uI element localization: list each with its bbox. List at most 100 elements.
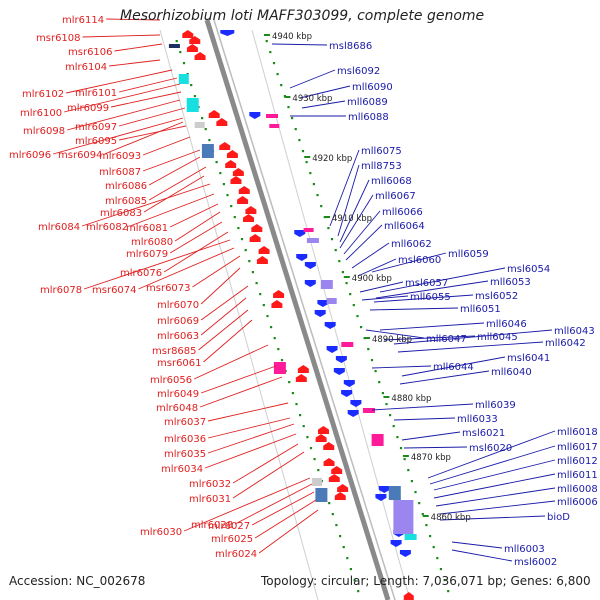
gene-label-left: msr8685 — [152, 346, 197, 357]
gene-forward — [216, 118, 228, 126]
gene-label-left: mlr6024 — [215, 549, 257, 560]
gene-forward — [182, 30, 194, 38]
gene-block — [186, 98, 199, 112]
leader-line-left — [118, 77, 178, 93]
gene-block — [194, 122, 205, 128]
tick-right — [436, 557, 439, 560]
gene-label-right: mll6042 — [545, 338, 586, 349]
gene-label-left: mlr6095 — [75, 136, 117, 147]
gene-label-left: mlr6070 — [157, 300, 199, 311]
leader-line-left — [83, 239, 231, 290]
kbp-label: 4920 kbp — [312, 154, 352, 164]
tick-left — [335, 524, 338, 527]
gene-forward — [256, 256, 268, 264]
gene-block — [266, 114, 278, 118]
gene-label-right: mll6003 — [504, 544, 545, 555]
leader-line-left — [163, 231, 229, 273]
genome-title: Mesorhizobium loti MAFF303099, complete … — [120, 8, 485, 24]
leader-line-left — [251, 491, 315, 526]
gene-forward — [189, 36, 201, 44]
gene-reverse — [347, 410, 359, 417]
gene-label-right: mll6012 — [557, 456, 598, 467]
gene-reverse — [304, 262, 316, 269]
leader-line-left — [148, 156, 201, 186]
gene-label-left: mlr6080 — [131, 237, 173, 248]
leader-line-left — [174, 211, 221, 242]
gene-label-left: mlr6031 — [189, 494, 231, 505]
tick-left — [339, 535, 342, 538]
gene-label-left: mlr6056 — [150, 375, 192, 386]
leader-line-left — [254, 499, 317, 539]
gene-label-left: mlr6104 — [65, 62, 107, 73]
leader-line-right — [399, 370, 490, 385]
tick-right — [389, 414, 392, 417]
gene-label-left: mlr6098 — [23, 126, 65, 137]
gene-label-right: msl6057 — [405, 278, 448, 289]
gene-label-right: mll6011 — [557, 470, 598, 481]
gene-forward — [219, 142, 231, 150]
gene-forward — [317, 426, 329, 434]
gene-forward — [258, 246, 270, 254]
leader-line-left — [200, 297, 247, 336]
gene-label-left: mlr6076 — [120, 268, 162, 279]
gene-forward — [238, 186, 250, 194]
gene-forward — [245, 206, 257, 214]
gene-label-right: mll6047 — [426, 334, 467, 345]
tick-left — [182, 62, 186, 65]
gene-label-right: mll6059 — [448, 249, 489, 260]
gene-forward — [337, 484, 349, 492]
gene-label-right: mll6033 — [457, 414, 498, 425]
tick-right — [367, 348, 370, 351]
gene-block — [363, 408, 375, 413]
leader-line-right — [339, 179, 370, 243]
leader-line-left — [66, 69, 173, 94]
tick-left — [280, 359, 284, 362]
gene-forward — [295, 374, 307, 382]
leader-line-right — [379, 267, 506, 293]
tick-left — [288, 381, 291, 384]
leader-line-right — [371, 252, 447, 273]
gene-forward — [323, 442, 335, 450]
leader-line-right — [393, 329, 553, 345]
tick-right — [298, 139, 301, 142]
leader-line-right — [397, 341, 544, 353]
tick-left — [331, 513, 334, 516]
tick-left — [222, 183, 225, 186]
gene-label-left: mlr6063 — [157, 331, 199, 342]
gene-label-left: mlr6037 — [164, 417, 206, 428]
leader-line-right — [337, 164, 360, 237]
leader-line-right — [271, 43, 328, 46]
tick-left — [273, 337, 276, 340]
tick-right — [439, 568, 442, 571]
gene-label-left: mlr6035 — [164, 449, 206, 460]
leader-line-left — [207, 417, 291, 439]
gene-forward — [315, 434, 327, 442]
gene-label-left: mlr6114 — [62, 15, 104, 26]
tick-right — [403, 458, 406, 461]
tick-right — [370, 359, 374, 362]
gene-forward — [237, 196, 249, 204]
tick-left — [226, 194, 229, 197]
gene-block — [404, 534, 417, 540]
gene-label-right: mll6017 — [557, 442, 598, 453]
tick-left — [328, 502, 331, 505]
gene-block — [303, 228, 314, 232]
leader-line-right — [403, 446, 468, 449]
gene-label-left: mlr6101 — [75, 88, 117, 99]
leader-line-left — [208, 402, 289, 422]
leader-line-left — [207, 423, 295, 454]
leader-line-right — [357, 258, 397, 277]
gene-label-right: msl6021 — [462, 428, 505, 439]
tick-left — [295, 403, 298, 406]
gene-reverse — [390, 540, 402, 547]
leader-line-right — [433, 473, 556, 499]
gene-label-right: mll6053 — [490, 277, 531, 288]
tick-right — [341, 271, 344, 274]
tick-left — [240, 238, 244, 241]
leader-line-right — [427, 430, 556, 479]
gene-label-right: mll6088 — [348, 112, 389, 123]
tick-left — [204, 128, 207, 131]
tick-left — [346, 557, 349, 560]
leader-line-right — [369, 307, 459, 311]
